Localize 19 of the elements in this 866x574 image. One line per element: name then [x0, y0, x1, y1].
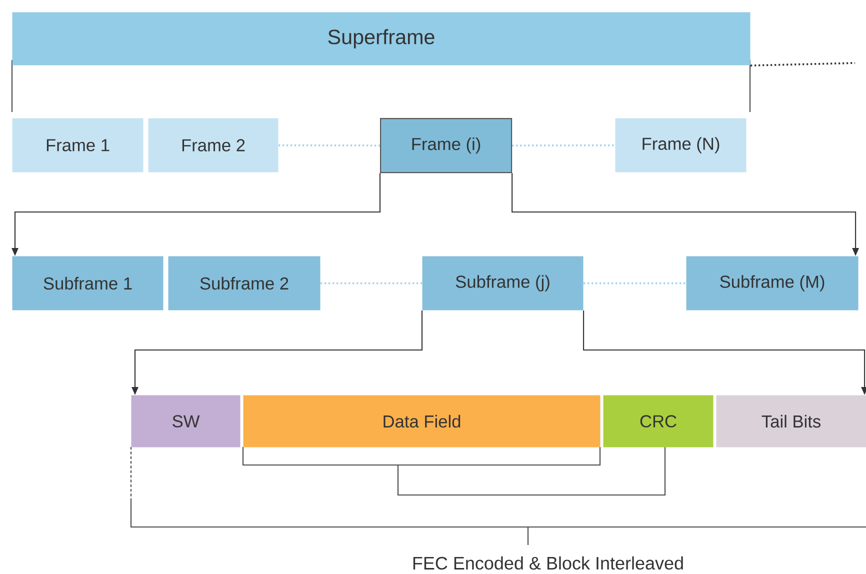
frame-box: Frame 2 [148, 118, 278, 172]
dotted-connector [512, 144, 616, 146]
superframe-bar: Superframe [12, 12, 750, 66]
frame-box: Frame (i) [380, 118, 512, 174]
field-box: SW [131, 395, 240, 448]
dotted-connector [584, 282, 686, 284]
field-box: Tail Bits [716, 395, 866, 448]
subframe-box: Subframe 2 [168, 256, 320, 310]
subframe-box: Subframe 1 [12, 256, 164, 310]
subframe-box: Subframe (M) [686, 256, 858, 310]
field-box: Data Field [243, 395, 600, 448]
dotted-connector [278, 144, 380, 146]
subframe-box: Subframe (j) [422, 256, 584, 310]
caption-text: FEC Encoded & Block Interleaved [413, 556, 683, 570]
dotted-connector [320, 282, 422, 284]
dotted-connector [750, 62, 856, 66]
frame-box: Frame 1 [12, 118, 144, 172]
field-box: CRC [603, 395, 714, 448]
frame-box: Frame (N) [615, 118, 746, 172]
